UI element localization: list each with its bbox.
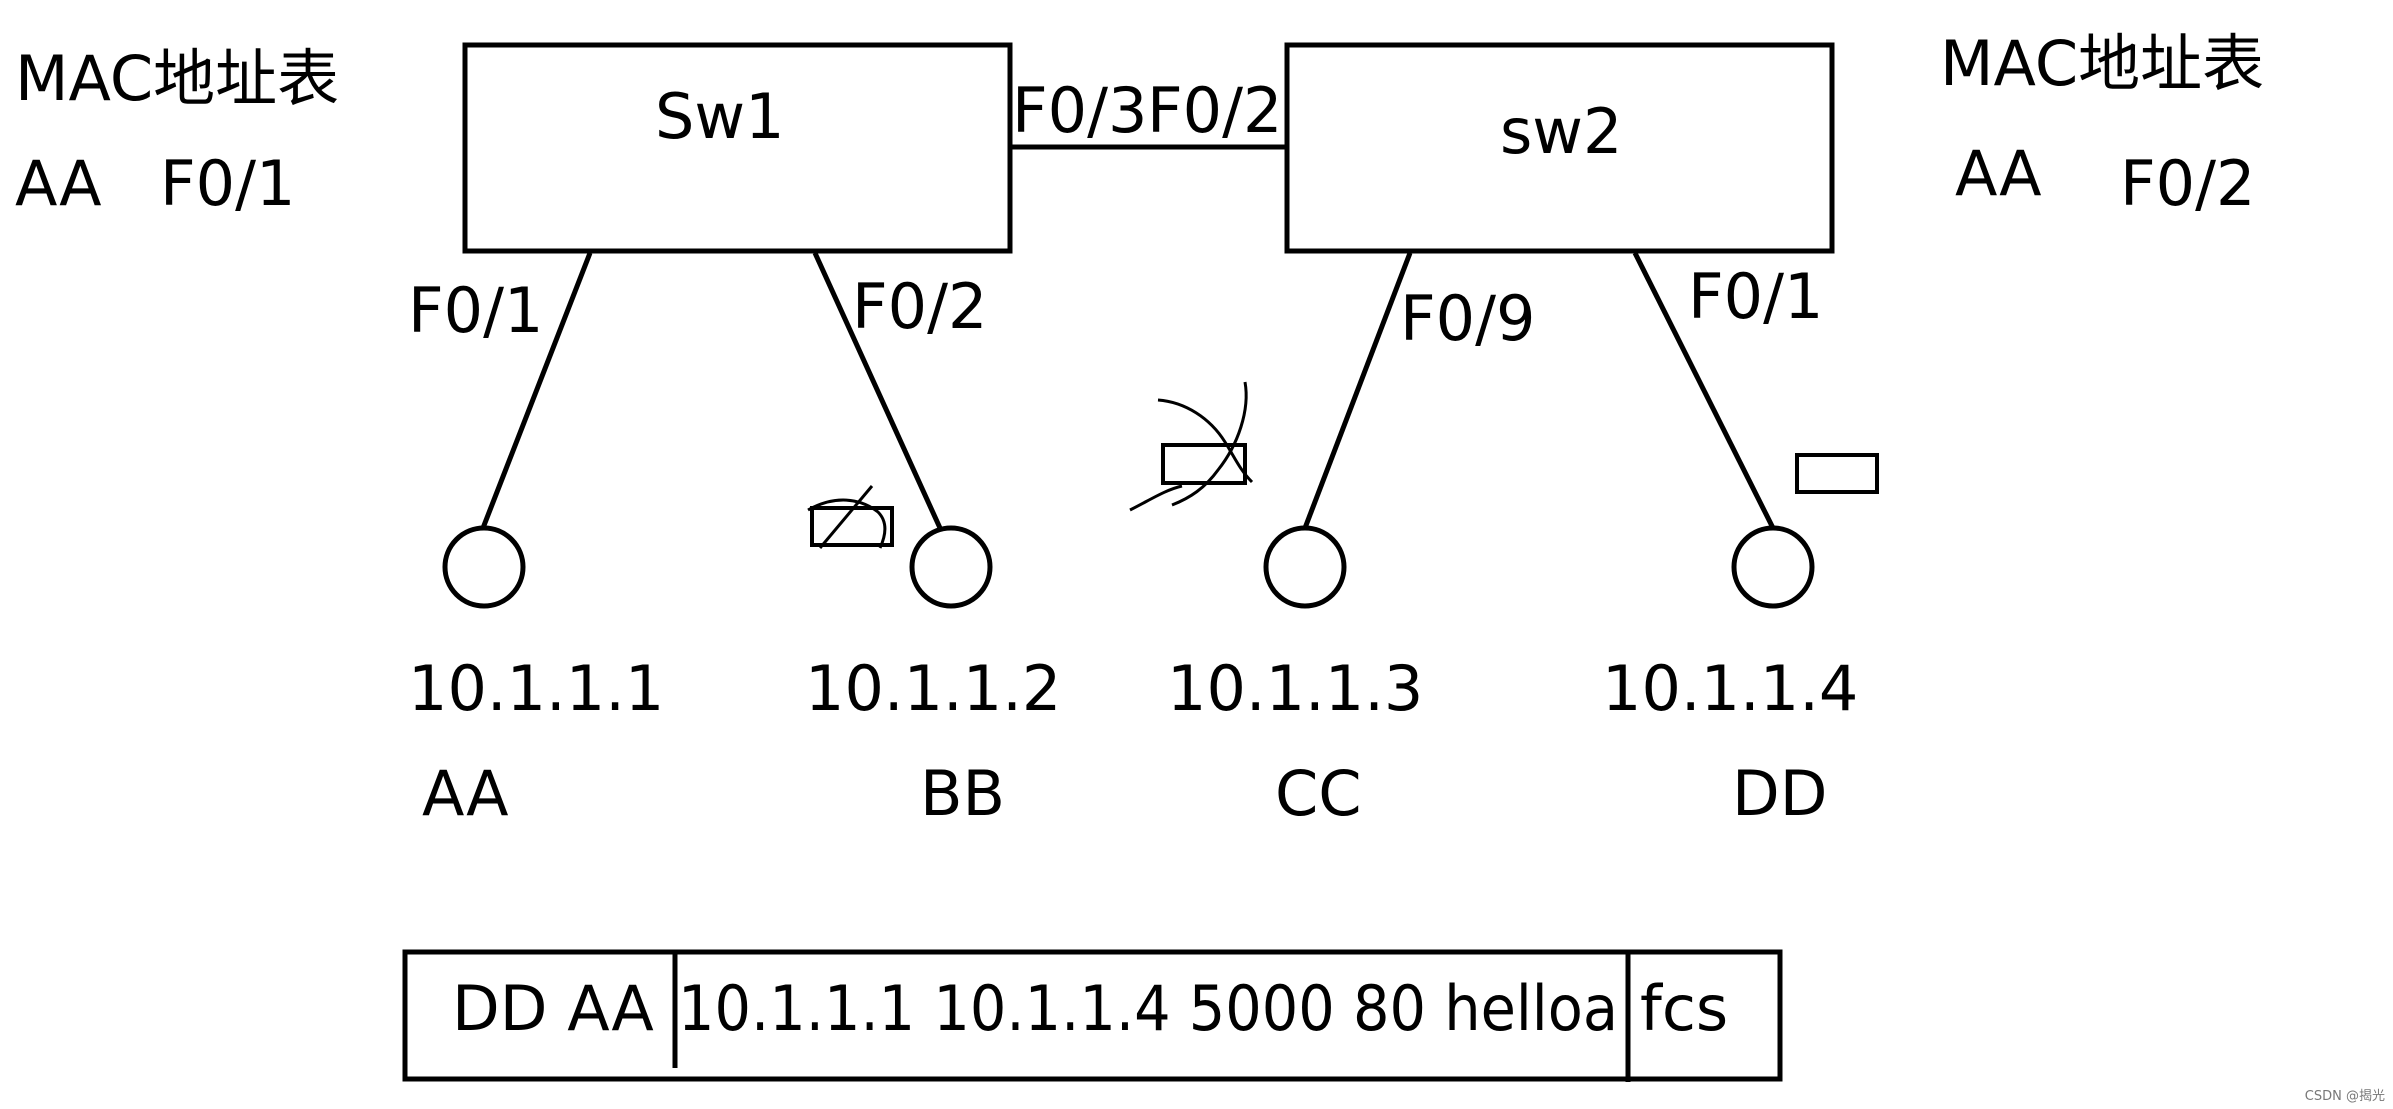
- host-bb: 10.1.1.2 BB: [805, 525, 1061, 830]
- port-label-sw2-dd: F0/1: [1688, 260, 1823, 333]
- left-mac-table-mac: AA: [15, 147, 102, 220]
- watermark: CSDN @揭光: [2305, 1089, 2385, 1104]
- frame-marker-cc-scribble-1: [1157, 398, 1254, 484]
- left-mac-table-title: MAC地址表: [15, 42, 339, 115]
- frame-marker-cc-box: [1161, 443, 1247, 485]
- host-dd-mac: DD: [1732, 757, 1827, 830]
- frame-outer-box: [402, 949, 1783, 1082]
- host-cc-ip: 10.1.1.3: [1167, 652, 1423, 725]
- switch-sw2-label: sw2: [1500, 95, 1622, 168]
- link-sw1-aa: [480, 252, 593, 529]
- right-mac-table-title: MAC地址表: [1940, 27, 2264, 100]
- frame-marker-cc-scribble-3: [1129, 484, 1183, 512]
- host-cc: 10.1.1.3 CC: [1167, 525, 1423, 830]
- frame-marker-dd: [1795, 453, 1879, 494]
- frame-header: DD AA: [452, 972, 654, 1045]
- frame-marker-cc-scribble-2: [1171, 381, 1248, 507]
- host-bb-node: [909, 525, 993, 609]
- switch-sw2: sw2: [1284, 42, 1835, 254]
- host-dd-node: [1731, 525, 1815, 609]
- host-bb-mac: BB: [920, 757, 1005, 830]
- frame-trailer: fcs: [1640, 972, 1728, 1045]
- host-aa-mac: AA: [422, 757, 509, 830]
- left-mac-table: MAC地址表 AA F0/1: [15, 42, 339, 220]
- right-mac-table-port: F0/2: [2120, 147, 2255, 220]
- switch-sw1: Sw1: [462, 42, 1013, 254]
- frame-marker-bb-crossed: [807, 485, 894, 549]
- host-bb-ip: 10.1.1.2: [805, 652, 1061, 725]
- host-aa-ip: 10.1.1.1: [408, 652, 664, 725]
- host-cc-mac: CC: [1275, 757, 1362, 830]
- frame-payload: 10.1.1.1 10.1.1.4 5000 80 helloa: [678, 972, 1618, 1045]
- trunk-port-sw2: F0/2: [1147, 74, 1282, 147]
- link-sw2-cc: [1302, 252, 1413, 529]
- frame-marker-bb-strike: [818, 485, 874, 549]
- trunk-port-sw1: F0/3: [1012, 74, 1147, 147]
- frame-marker-bb-scribble: [807, 498, 887, 549]
- port-label-sw1-aa: F0/1: [408, 274, 543, 347]
- left-mac-table-port: F0/1: [160, 147, 295, 220]
- host-cc-node: [1263, 525, 1347, 609]
- host-dd: 10.1.1.4 DD: [1602, 525, 1858, 830]
- link-sw1-bb: [812, 251, 943, 530]
- port-label-sw1-bb: F0/2: [852, 270, 987, 343]
- frame-marker-dd-box: [1795, 453, 1879, 494]
- frame-marker-cc-crossed: [1129, 381, 1254, 512]
- link-sw2-dd: [1632, 251, 1776, 530]
- switch-sw1-label: Sw1: [655, 80, 785, 153]
- host-dd-ip: 10.1.1.4: [1602, 652, 1858, 725]
- port-label-sw2-cc: F0/9: [1400, 282, 1535, 355]
- right-mac-table: MAC地址表 AA F0/2: [1940, 27, 2264, 220]
- host-aa-node: [442, 525, 526, 609]
- right-mac-table-mac: AA: [1955, 137, 2042, 210]
- frame-structure: DD AA 10.1.1.1 10.1.1.4 5000 80 helloa f…: [402, 949, 1783, 1082]
- host-aa: 10.1.1.1 AA: [408, 525, 664, 830]
